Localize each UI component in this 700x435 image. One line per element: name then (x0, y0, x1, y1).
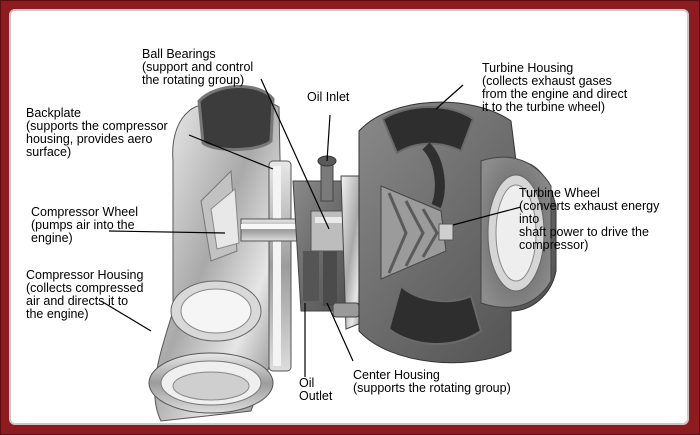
leader-turbine-housing (435, 84, 464, 110)
label-center-housing: Center Housing (supports the rotating gr… (353, 368, 511, 395)
turbocharger-illustration (100, 78, 557, 422)
leader-ball-bearings (260, 78, 330, 230)
backplate-shape (268, 160, 292, 372)
turbine-wheel-shape (380, 185, 454, 280)
label-compressor-wheel: Compressor Wheel (pumps air into the eng… (31, 205, 138, 245)
label-ball-bearings: Ball Bearings (support and control the r… (142, 47, 254, 87)
leader-backplate (188, 134, 274, 170)
diagram-panel: Ball Bearings (support and control the r… (9, 9, 689, 425)
leader-turbine-wheel (452, 206, 522, 226)
leader-lines (100, 78, 522, 377)
leader-compressor-housing (100, 300, 152, 332)
turbine-housing-shape (358, 101, 557, 364)
label-compressor-housing: Compressor Housing (collects compressed … (26, 268, 144, 321)
leader-compressor-wheel (108, 230, 226, 234)
compressor-housing-shape (148, 85, 284, 422)
label-oil-inlet: Oil Inlet (307, 90, 350, 104)
label-turbine-wheel: Turbine Wheel (converts exhaust energy i… (519, 186, 660, 252)
leader-oil-inlet (326, 114, 331, 162)
label-oil-outlet: Oil Outlet (299, 376, 333, 403)
label-turbine-housing: Turbine Housing (collects exhaust gases … (482, 61, 628, 114)
label-backplate: Backplate (supports the compressor housi… (26, 106, 168, 159)
leader-center-housing (326, 302, 354, 362)
